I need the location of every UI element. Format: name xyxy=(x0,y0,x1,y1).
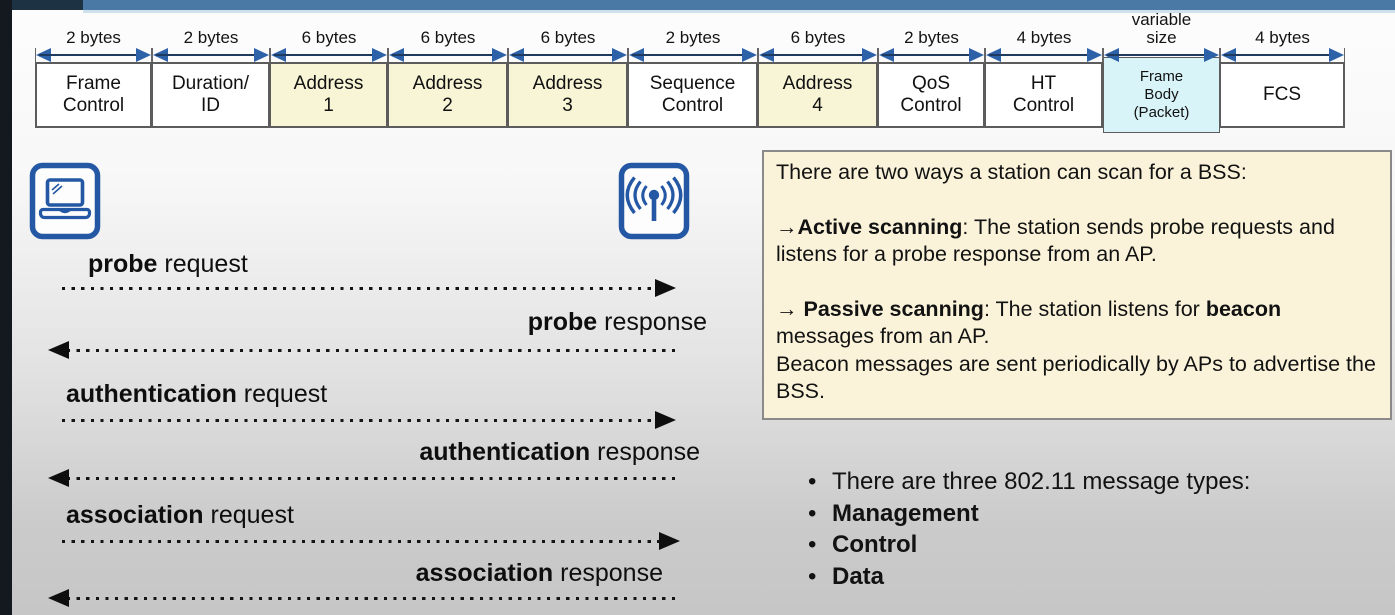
byte-size-label: 4 bytes xyxy=(1255,28,1310,48)
top-bar-navy-segment xyxy=(12,0,83,10)
message-label-authentication-response: authentication response xyxy=(419,438,700,466)
byte-span-arrow xyxy=(152,48,270,62)
association-response-arrow xyxy=(48,589,680,607)
wifi-antenna-icon xyxy=(618,162,690,240)
byte-size-label: 6 bytes xyxy=(540,28,596,48)
field-name: Frame Control xyxy=(35,62,152,128)
byte-size-label: 2 bytes xyxy=(66,28,121,48)
byte-size-label: 6 bytes xyxy=(790,28,846,48)
arrowhead-right-icon xyxy=(659,532,680,550)
message-types-list: • There are three 802.11 message types: … xyxy=(800,466,1380,592)
byte-span-arrow xyxy=(985,48,1103,62)
arrowhead-left-icon xyxy=(48,341,69,359)
frame-field-address-2: 6 bytes Address 2 xyxy=(388,12,508,138)
frame-field-ht-control: 4 bytes HT Control xyxy=(985,12,1103,138)
frame-field-address-3: 6 bytes Address 3 xyxy=(508,12,628,138)
byte-size-label: 2 bytes xyxy=(665,28,721,48)
authentication-response-arrow xyxy=(48,469,678,487)
beacon-term: beacon xyxy=(1205,296,1282,321)
passive-scanning-paragraph: → Passive scanning: The station listens … xyxy=(776,296,1282,349)
list-item: • Control xyxy=(800,529,1380,561)
field-name: Frame Body (Packet) xyxy=(1103,57,1220,133)
field-name: Sequence Control xyxy=(628,62,758,128)
list-item: • Data xyxy=(800,561,1380,593)
frame-format-diagram: 2 bytes Frame Control 2 bytes Duration/ … xyxy=(35,10,1345,138)
field-name: Address 3 xyxy=(508,62,628,128)
frame-field-frame-body: variable size Frame Body (Packet) xyxy=(1103,10,1220,138)
bullet-icon: • xyxy=(808,562,817,590)
association-request-arrow xyxy=(62,532,680,550)
byte-size-label: 4 bytes xyxy=(1016,28,1072,48)
authentication-request-arrow xyxy=(62,411,676,429)
field-name: Address 2 xyxy=(388,62,508,128)
arrowhead-right-icon xyxy=(655,279,676,297)
byte-size-label: 6 bytes xyxy=(420,28,476,48)
message-label-association-response: association response xyxy=(415,559,663,587)
active-scanning-paragraph: →Active scanning: The station sends prob… xyxy=(776,214,1335,267)
beacon-note-text: Beacon messages are sent periodically by… xyxy=(776,351,1376,404)
field-name: Address 1 xyxy=(270,62,388,128)
byte-span-arrow xyxy=(628,48,758,62)
byte-span-arrow xyxy=(1220,48,1345,62)
scan-intro-text: There are two ways a station can scan fo… xyxy=(776,160,1247,184)
byte-size-label: 2 bytes xyxy=(904,28,959,48)
left-dark-strip xyxy=(0,0,12,615)
laptop-icon xyxy=(29,162,101,240)
bullet-icon: • xyxy=(808,499,817,527)
byte-size-label: 2 bytes xyxy=(183,28,239,48)
frame-field-fcs: 4 bytes FCS xyxy=(1220,12,1345,138)
list-item: • Management xyxy=(800,498,1380,530)
field-name: HT Control xyxy=(985,62,1103,128)
arrowhead-right-icon xyxy=(655,411,676,429)
frame-field-frame-control: 2 bytes Frame Control xyxy=(35,12,152,138)
message-label-probe-request: probe request xyxy=(88,250,248,278)
byte-size-label: 6 bytes xyxy=(301,28,357,48)
field-name: Duration/ ID xyxy=(152,62,270,128)
top-bar-highlight-line xyxy=(83,10,1395,13)
byte-span-arrow xyxy=(388,48,508,62)
passive-scanning-term: Passive scanning xyxy=(803,296,984,321)
message-label-association-request: association request xyxy=(66,501,294,529)
byte-span-arrow xyxy=(1103,48,1220,62)
probe-request-arrow xyxy=(62,279,676,297)
byte-span-arrow xyxy=(878,48,985,62)
message-label-authentication-request: authentication request xyxy=(66,380,328,408)
probe-response-arrow xyxy=(48,341,678,359)
field-name: Address 4 xyxy=(758,62,878,128)
arrow-glyph: → xyxy=(776,296,804,321)
arrowhead-left-icon xyxy=(48,589,69,607)
bullet-icon: • xyxy=(808,531,817,558)
arrow-glyph: → xyxy=(776,214,798,239)
field-name: QoS Control xyxy=(878,62,985,128)
frame-field-address-4: 6 bytes Address 4 xyxy=(758,12,878,138)
frame-field-address-1: 6 bytes Address 1 xyxy=(270,12,388,138)
scan-info-box: There are two ways a station can scan fo… xyxy=(762,150,1392,420)
byte-span-arrow xyxy=(270,48,388,62)
top-bar-blue-segment xyxy=(83,0,1395,10)
frame-field-sequence-control: 2 bytes Sequence Control xyxy=(628,12,758,138)
list-item: • There are three 802.11 message types: xyxy=(800,466,1380,498)
message-label-probe-response: probe response xyxy=(527,308,707,336)
byte-size-label: variable size xyxy=(1131,10,1192,48)
frame-field-qos-control: 2 bytes QoS Control xyxy=(878,12,985,138)
byte-span-arrow xyxy=(508,48,628,62)
arrowhead-left-icon xyxy=(48,469,69,487)
frame-field-duration-id: 2 bytes Duration/ ID xyxy=(152,12,270,138)
byte-span-arrow xyxy=(758,48,878,62)
byte-span-arrow xyxy=(35,48,152,62)
active-scanning-term: Active scanning xyxy=(797,214,963,239)
field-name: FCS xyxy=(1220,62,1345,128)
bullet-icon: • xyxy=(808,468,817,495)
